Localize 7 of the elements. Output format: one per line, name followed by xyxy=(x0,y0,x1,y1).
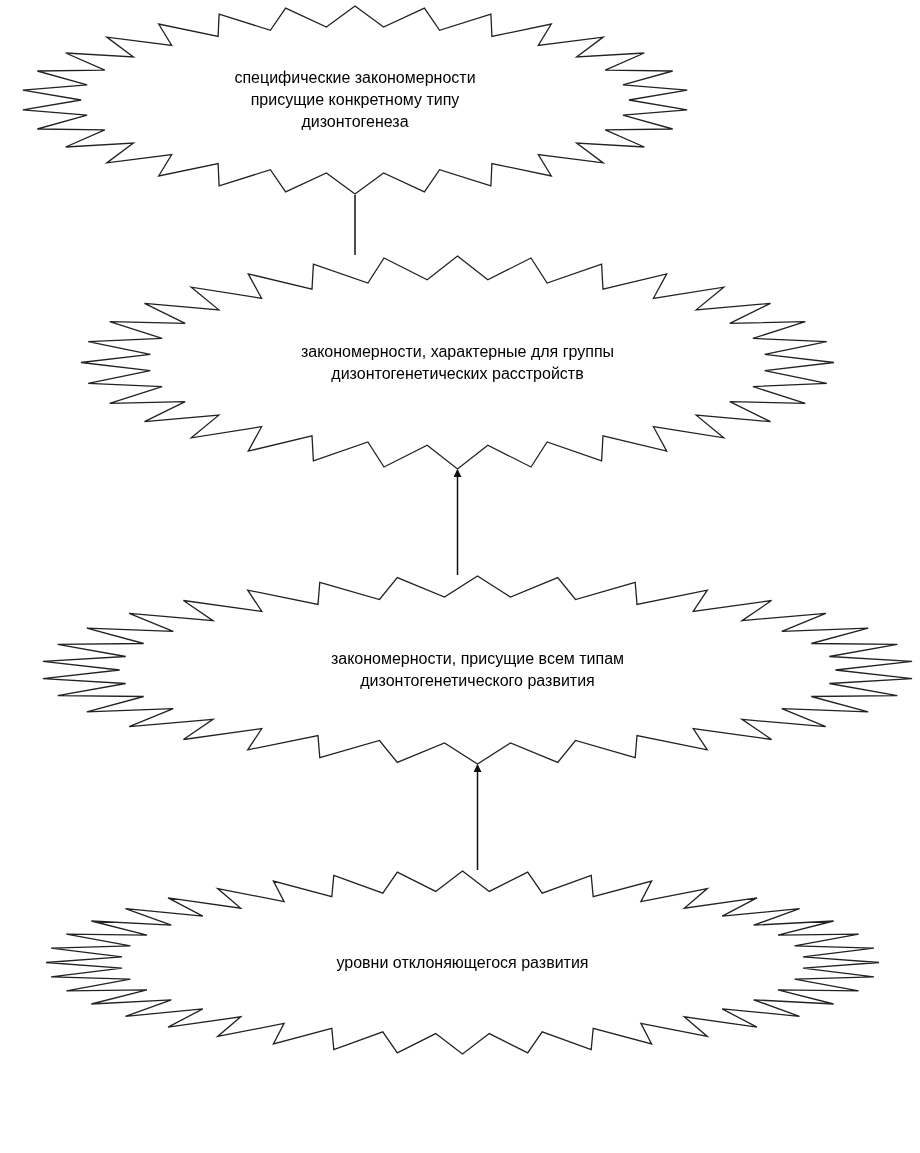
node-text: уровни отклоняющегося развития xyxy=(336,952,589,973)
node-text: закономерности, присущие всем типам дизонтогенетического развития xyxy=(329,649,626,691)
node-text: закономерности, характерные для группы дизонтогенетических расстройств xyxy=(299,341,616,384)
arrow xyxy=(473,764,482,871)
connector-line xyxy=(354,194,356,256)
node-text: специфические закономерности присущие конкретному типу дизонтогенеза xyxy=(233,68,477,132)
arrow xyxy=(453,469,462,576)
